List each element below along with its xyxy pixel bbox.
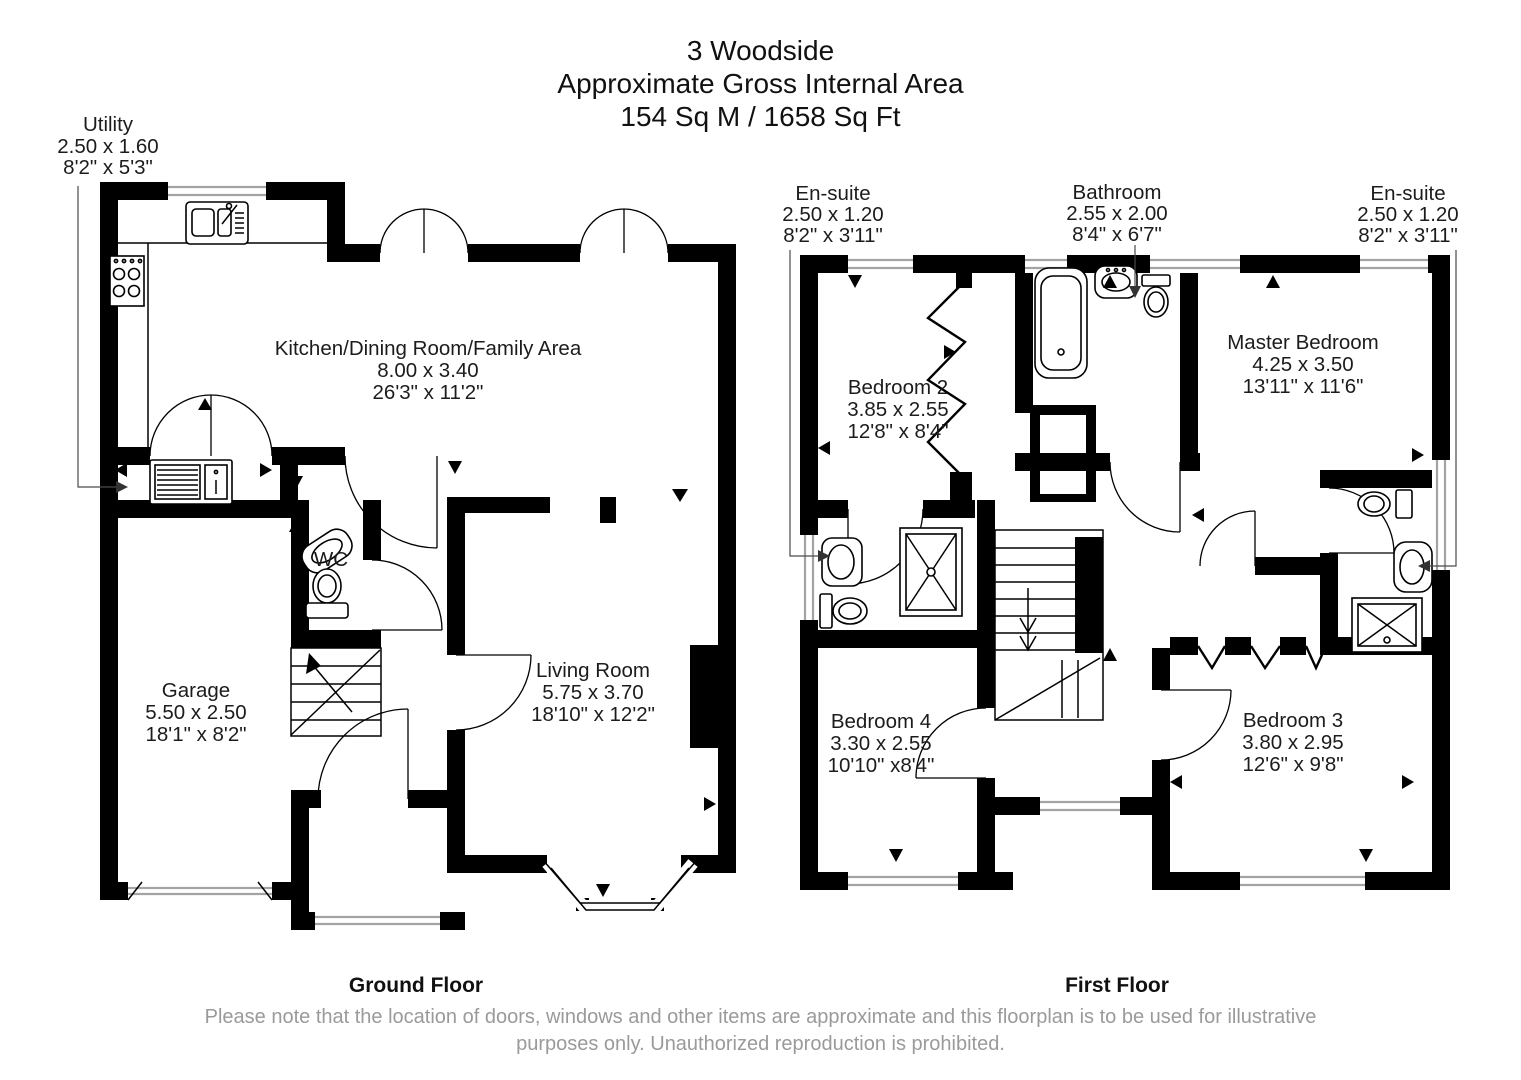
living-room-label: Living Room [536,659,650,682]
utility-label: Utility [83,113,134,136]
bathroom-label: Bathroom [1073,181,1162,204]
bedroom3-label: Bedroom 3 [1243,709,1343,732]
bathtub-icon [1034,267,1088,379]
wc-basin-icon [301,528,353,574]
kitchen-dimensions-imperial: 26'3" x 11'2" [373,381,484,404]
ensuite-left-leader-line [789,250,830,562]
disclaimer-line-1: Please note that the location of doors, … [204,1006,1317,1028]
ensuite-right-dimensions-metric: 2.50 x 1.20 [1357,203,1458,226]
direction-markers-ground [115,398,716,897]
airing-cupboard [1030,405,1096,502]
bathroom-sink-icon [1094,265,1138,299]
bedroom3-dimensions-imperial: 12'6" x 9'8" [1242,753,1343,776]
garage-door [127,881,273,901]
bedroom2-wardrobe [926,280,967,477]
bedroom4-dimensions-imperial: 10'10" x8'4" [828,754,935,777]
utility-dimensions-metric: 2.50 x 1.60 [57,135,158,158]
bedroom4-label: Bedroom 4 [831,710,931,733]
ground-floor-caption: Ground Floor [348,974,484,997]
utility-dimensions-imperial: 8'2" x 5'3" [63,156,153,179]
ground-floor-walls [100,182,736,930]
wc-label: WC [314,548,348,571]
bedroom2-label: Bedroom 2 [848,376,948,399]
porch-window [315,915,440,926]
ensuite-left-toilet-icon [819,593,868,629]
disclaimer: Please note that the location of doors, … [0,1004,1521,1058]
bathroom-dimensions-metric: 2.55 x 2.00 [1066,202,1167,225]
master-bedroom-dimensions-imperial: 13'11" x 11'6" [1243,375,1364,398]
first-floor-plan: En-suite 2.50 x 1.20 8'2" x 3'11" Bathro… [782,181,1459,890]
bedroom3-dimensions-metric: 3.80 x 2.95 [1242,731,1343,754]
bay-window [542,859,698,912]
ensuite-right-dimensions-imperial: 8'2" x 3'11" [1358,224,1458,247]
kitchen-window [168,185,266,197]
first-floor-windows [803,258,1447,887]
ensuite-left-label: En-suite [795,182,870,205]
first-floor-caption: First Floor [1065,974,1169,997]
ensuite-left-dimensions-metric: 2.50 x 1.20 [782,203,883,226]
bathroom-dimensions-imperial: 8'4" x 6'7" [1072,223,1162,246]
bedroom4-dimensions-metric: 3.30 x 2.55 [830,732,931,755]
staircase-first-floor-icon [994,529,1104,721]
master-bedroom-label: Master Bedroom [1227,331,1379,354]
garage-dimensions-metric: 5.50 x 2.50 [145,701,246,724]
garage-label: Garage [162,679,230,702]
staircase-ground-icon [290,647,382,737]
utility-leader-line [77,186,128,493]
bedroom2-dimensions-metric: 3.85 x 2.55 [847,398,948,421]
title-address: 3 Woodside [686,35,835,66]
wc-toilet-icon [305,568,349,619]
washing-machine-icon [149,459,233,505]
plan-title: 3 Woodside Approximate Gross Internal Ar… [0,34,1521,133]
living-room-dimensions-imperial: 18'10" x 12'2" [531,703,655,726]
direction-markers-first [818,275,1424,862]
garage-dimensions-imperial: 18'1" x 8'2" [145,723,246,746]
ensuite-left-sink-icon [821,537,863,587]
kitchen-dimensions-metric: 8.00 x 3.40 [377,359,478,382]
bathroom-toilet-icon [1141,274,1171,318]
ensuite-right-shower-icon [1351,597,1423,653]
living-room-dimensions-metric: 5.75 x 3.70 [542,681,643,704]
kitchen-sink-icon [185,201,249,245]
title-area-caption: Approximate Gross Internal Area [557,68,964,99]
ground-floor-doors [149,208,669,800]
ensuite-left-shower-icon [899,527,963,617]
title-area-value: 154 Sq M / 1658 Sq Ft [620,101,901,132]
ensuite-right-leader-line [1418,250,1457,572]
ensuite-right-toilet-icon [1357,489,1413,519]
disclaimer-line-2: purposes only. Unauthorized reproduction… [516,1033,1005,1055]
master-bedroom-dimensions-metric: 4.25 x 3.50 [1252,353,1353,376]
ensuite-left-dimensions-imperial: 8'2" x 3'11" [783,224,883,247]
bathroom-leader-line [1129,245,1141,298]
hob-icon [109,255,145,307]
ensuite-right-label: En-suite [1370,182,1445,205]
ground-floor-plan: Utility 2.50 x 1.60 8'2" x 5'3" Kitchen/… [57,113,736,930]
kitchen-label: Kitchen/Dining Room/Family Area [275,337,582,360]
bedroom2-dimensions-imperial: 12'8" x 8'4" [847,420,948,443]
bedroom3-wardrobe [1196,645,1328,671]
